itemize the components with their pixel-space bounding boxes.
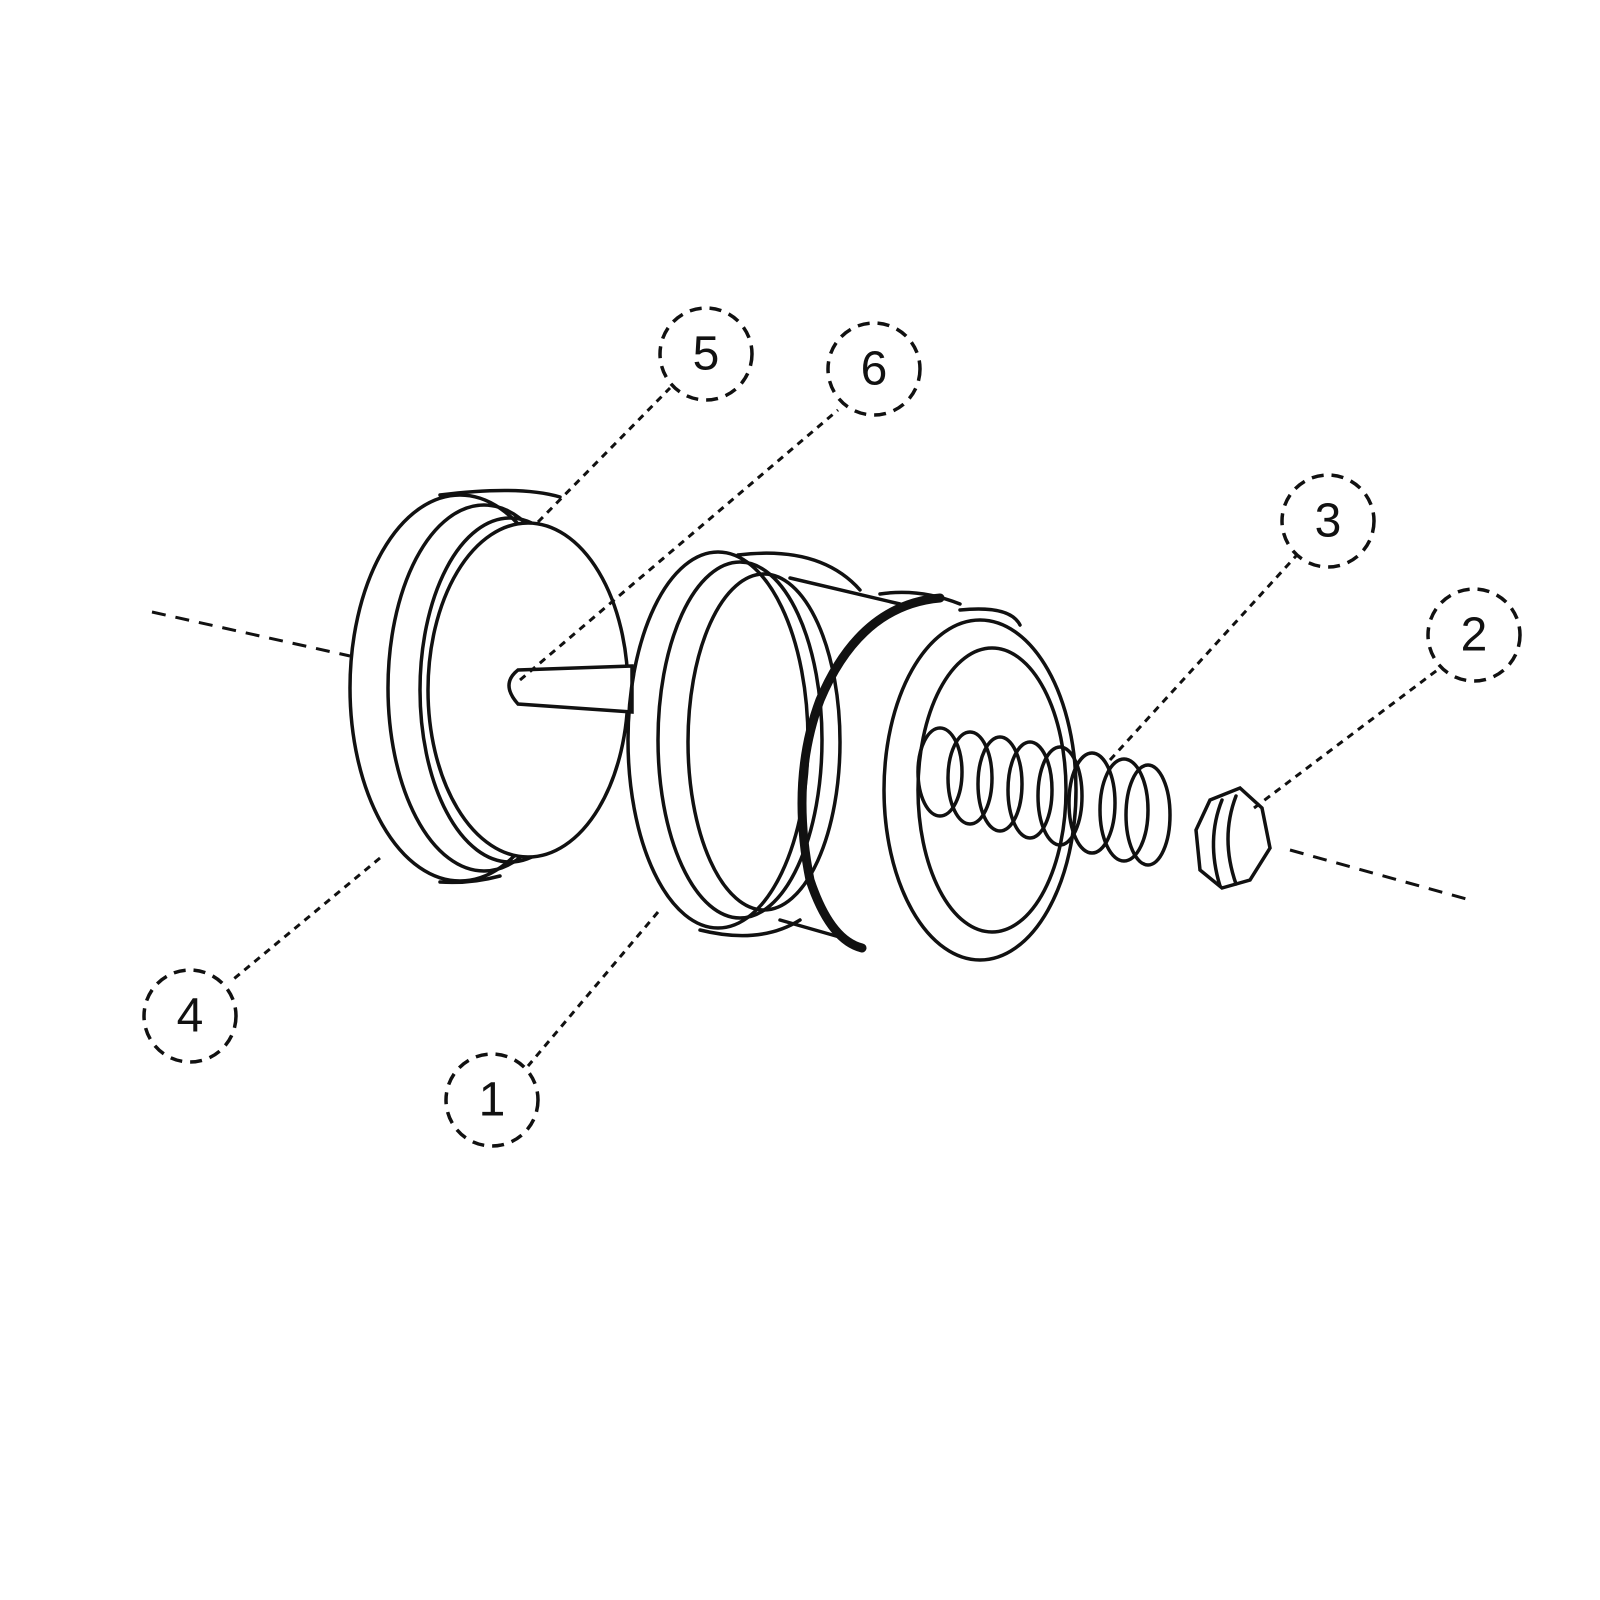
callout-3: 3 xyxy=(1280,473,1376,569)
callout-1: 1 xyxy=(444,1052,540,1148)
svg-text:4: 4 xyxy=(177,990,204,1043)
part-spring xyxy=(916,726,1172,867)
svg-text:1: 1 xyxy=(479,1074,506,1127)
leader-lines xyxy=(229,386,1441,1067)
svg-text:6: 6 xyxy=(861,343,888,396)
callout-5: 5 xyxy=(658,306,754,402)
center-axis xyxy=(151,610,1471,902)
part-hex-plug xyxy=(1194,785,1272,890)
svg-text:5: 5 xyxy=(693,328,720,381)
callout-2: 2 xyxy=(1426,587,1522,683)
svg-text:3: 3 xyxy=(1315,495,1342,548)
part-piston-assembly xyxy=(348,488,634,885)
callout-6: 6 xyxy=(826,321,922,417)
callout-4: 4 xyxy=(142,968,238,1064)
svg-text:2: 2 xyxy=(1461,609,1488,662)
part-valve-body xyxy=(626,550,1078,962)
